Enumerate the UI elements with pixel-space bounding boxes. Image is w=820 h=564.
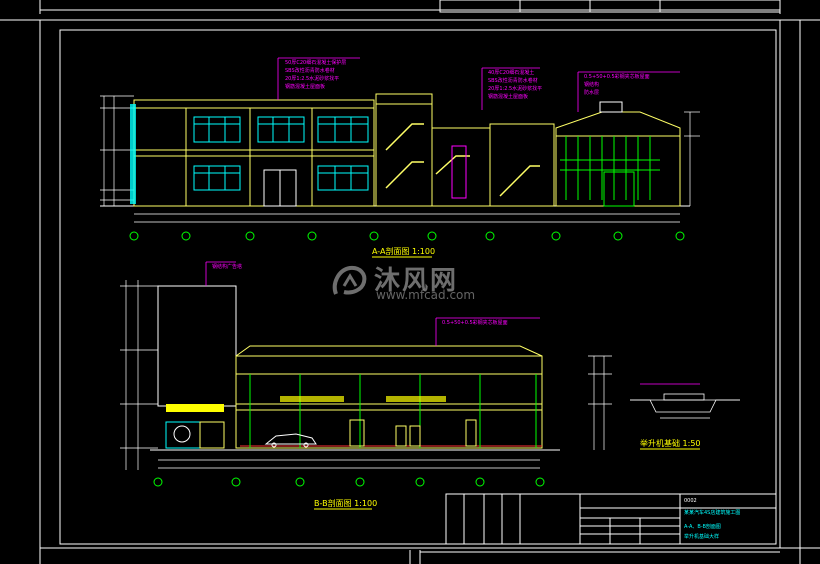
- mfcad-logo-icon: [332, 265, 367, 295]
- titleblock-project: 某某汽车4S店建筑施工图: [684, 509, 740, 516]
- sheet-frame: [0, 19, 820, 564]
- section-aa: [100, 57, 700, 241]
- car-icon: [264, 433, 317, 445]
- notes-aa-left: 50厚C20细石混凝土保护层 SBS改性沥青防水卷材 20厚1:2.5水泥砂浆找…: [285, 59, 346, 90]
- note-line: SBS改性沥青防水卷材: [285, 67, 335, 74]
- note-line: 40厚C20细石混凝土: [488, 69, 534, 76]
- note-line: 钢筋混凝土屋面板: [285, 83, 325, 90]
- watermark: 沐风网 www.mfcad.com: [330, 262, 500, 306]
- section-aa-title: A-A剖面图 1:100: [372, 246, 435, 256]
- note-line: 钢结构: [584, 81, 599, 88]
- titleblock-code: 0002: [684, 498, 697, 504]
- watermark-brand: 沐风网: [374, 266, 459, 296]
- note-bb-top: 0.5+50+0.5彩钢夹芯板屋面: [442, 319, 508, 326]
- titleblock-title-2: 举升机基础大样: [684, 533, 719, 540]
- section-bb-title: B-B剖面图 1:100: [314, 498, 377, 508]
- note-line: 20厚1:2.5水泥砂浆找平: [285, 75, 339, 82]
- title-block: [445, 493, 777, 545]
- note-line: 防水层: [584, 89, 599, 96]
- titleblock-title-1: A-A、B-B剖面图: [684, 523, 721, 530]
- section-bb: [120, 261, 612, 487]
- watermark-url: www.mfcad.com: [376, 288, 476, 302]
- detail-title: 举升机基础 1:50: [640, 438, 701, 448]
- lift-foundation-detail: [630, 383, 740, 419]
- note-line: 钢筋混凝土屋面板: [488, 93, 528, 100]
- note-line: SBS改性沥青防水卷材: [488, 77, 538, 84]
- previous-sheet-strip: [39, 0, 781, 14]
- note-bb-tower: 钢结构广告塔: [212, 263, 242, 270]
- note-line: 0.5+50+0.5彩钢夹芯板屋面: [584, 73, 650, 80]
- note-line: 50厚C20细石混凝土保护层: [285, 59, 346, 66]
- notes-aa-right: 0.5+50+0.5彩钢夹芯板屋面 钢结构 防水层: [584, 73, 650, 96]
- note-line: 20厚1:2.5水泥砂浆找平: [488, 85, 542, 92]
- notes-aa-mid: 40厚C20细石混凝土 SBS改性沥青防水卷材 20厚1:2.5水泥砂浆找平 钢…: [488, 69, 542, 100]
